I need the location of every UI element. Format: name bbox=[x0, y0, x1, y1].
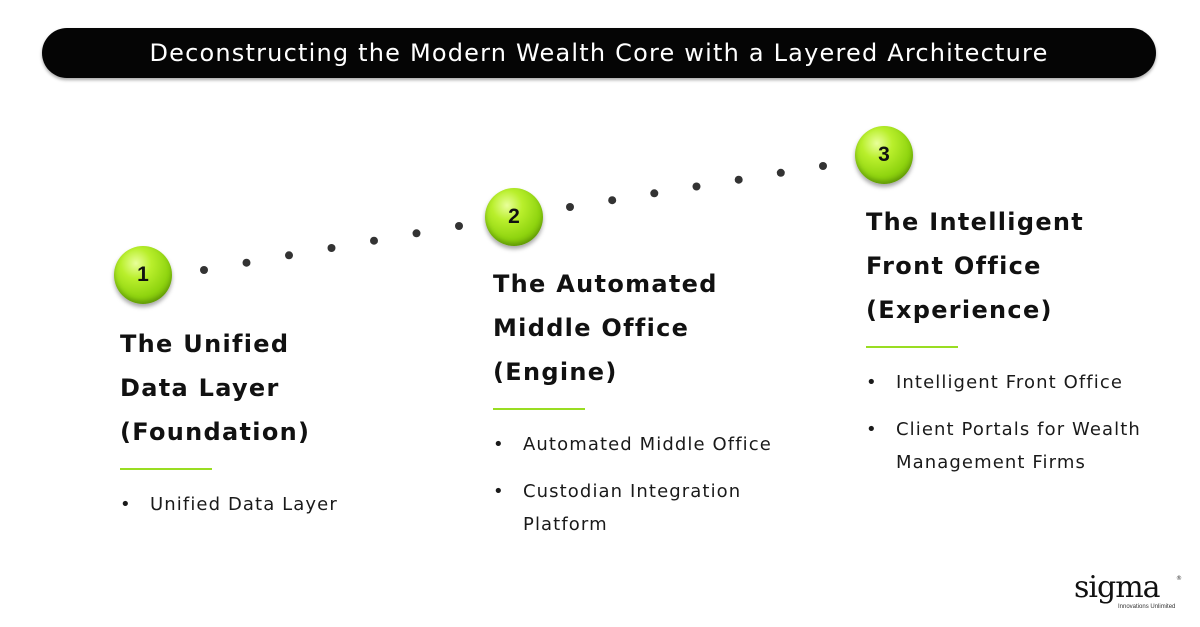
bullet-text-line: Custodian Integration bbox=[523, 481, 742, 502]
connector-dot bbox=[608, 196, 617, 205]
connector-dot bbox=[776, 168, 785, 177]
step-2-bullets: Automated Middle Office Custodian Integr… bbox=[493, 428, 772, 541]
connector-dot bbox=[734, 175, 743, 184]
step-3-accent-line bbox=[866, 346, 958, 348]
connector-dot bbox=[566, 203, 574, 211]
bullet-text-line: Unified Data Layer bbox=[150, 494, 338, 515]
connector-dot bbox=[692, 182, 701, 191]
connector-dot bbox=[327, 244, 336, 252]
logo-registered-mark: ® bbox=[1176, 575, 1182, 582]
step-1-heading-line: The Unified bbox=[120, 330, 290, 358]
connector-dot bbox=[819, 162, 827, 170]
bullet-item: Automated Middle Office bbox=[493, 428, 772, 461]
bullet-text-line: Platform bbox=[523, 514, 608, 535]
step-2-accent-line bbox=[493, 408, 585, 410]
connector-dot bbox=[412, 229, 421, 238]
logo-wordmark: sigma bbox=[1074, 570, 1161, 605]
page-title: Deconstructing the Modern Wealth Core wi… bbox=[149, 39, 1049, 67]
connector-dot bbox=[242, 258, 251, 267]
step-1-heading: The Unified Data Layer (Foundation) bbox=[120, 322, 338, 454]
step-1-number: 1 bbox=[137, 263, 149, 286]
step-3-heading: The Intelligent Front Office (Experience… bbox=[866, 200, 1141, 332]
step-2-heading-line: Middle Office bbox=[493, 314, 690, 342]
step-3-heading-line: The Intelligent bbox=[866, 208, 1085, 236]
connector-dot bbox=[455, 222, 463, 230]
bullet-text-line: Management Firms bbox=[896, 452, 1086, 473]
step-2-heading: The Automated Middle Office (Engine) bbox=[493, 262, 772, 394]
bullet-item: Unified Data Layer bbox=[120, 488, 338, 521]
bullet-item: Custodian Integration Platform bbox=[493, 475, 772, 541]
step-1-heading-line: (Foundation) bbox=[120, 418, 311, 446]
bullet-item: Client Portals for Wealth Management Fir… bbox=[866, 413, 1141, 479]
step-1-circle: 1 bbox=[114, 246, 172, 304]
title-banner: Deconstructing the Modern Wealth Core wi… bbox=[42, 28, 1156, 78]
step-2-heading-line: (Engine) bbox=[493, 358, 618, 386]
step-3-circle: 3 bbox=[855, 126, 913, 184]
step-3-block: The Intelligent Front Office (Experience… bbox=[866, 200, 1141, 479]
step-2-circle: 2 bbox=[485, 188, 543, 246]
step-1-block: The Unified Data Layer (Foundation) Unif… bbox=[120, 322, 338, 521]
bullet-text-line: Automated Middle Office bbox=[523, 434, 772, 455]
step-3-bullets: Intelligent Front Office Client Portals … bbox=[866, 366, 1141, 479]
step-2-number: 2 bbox=[508, 205, 520, 228]
step-1-accent-line bbox=[120, 468, 212, 470]
sigma-logo: sigma ® Innovations Unlimited bbox=[1070, 570, 1184, 615]
connector-dot bbox=[650, 189, 659, 198]
step-2-block: The Automated Middle Office (Engine) Aut… bbox=[493, 262, 772, 541]
step-1-bullets: Unified Data Layer bbox=[120, 488, 338, 521]
connector-dot bbox=[370, 236, 378, 245]
connector-dot bbox=[285, 251, 293, 260]
step-3-heading-line: Front Office bbox=[866, 252, 1042, 280]
connector-dot bbox=[200, 266, 208, 274]
bullet-item: Intelligent Front Office bbox=[866, 366, 1141, 399]
step-2-heading-line: The Automated bbox=[493, 270, 718, 298]
logo-tagline: Innovations Unlimited bbox=[1118, 604, 1176, 610]
step-1-heading-line: Data Layer bbox=[120, 374, 280, 402]
bullet-text-line: Intelligent Front Office bbox=[896, 372, 1124, 393]
step-3-heading-line: (Experience) bbox=[866, 296, 1053, 324]
step-3-number: 3 bbox=[878, 143, 890, 166]
bullet-text-line: Client Portals for Wealth bbox=[896, 419, 1141, 440]
